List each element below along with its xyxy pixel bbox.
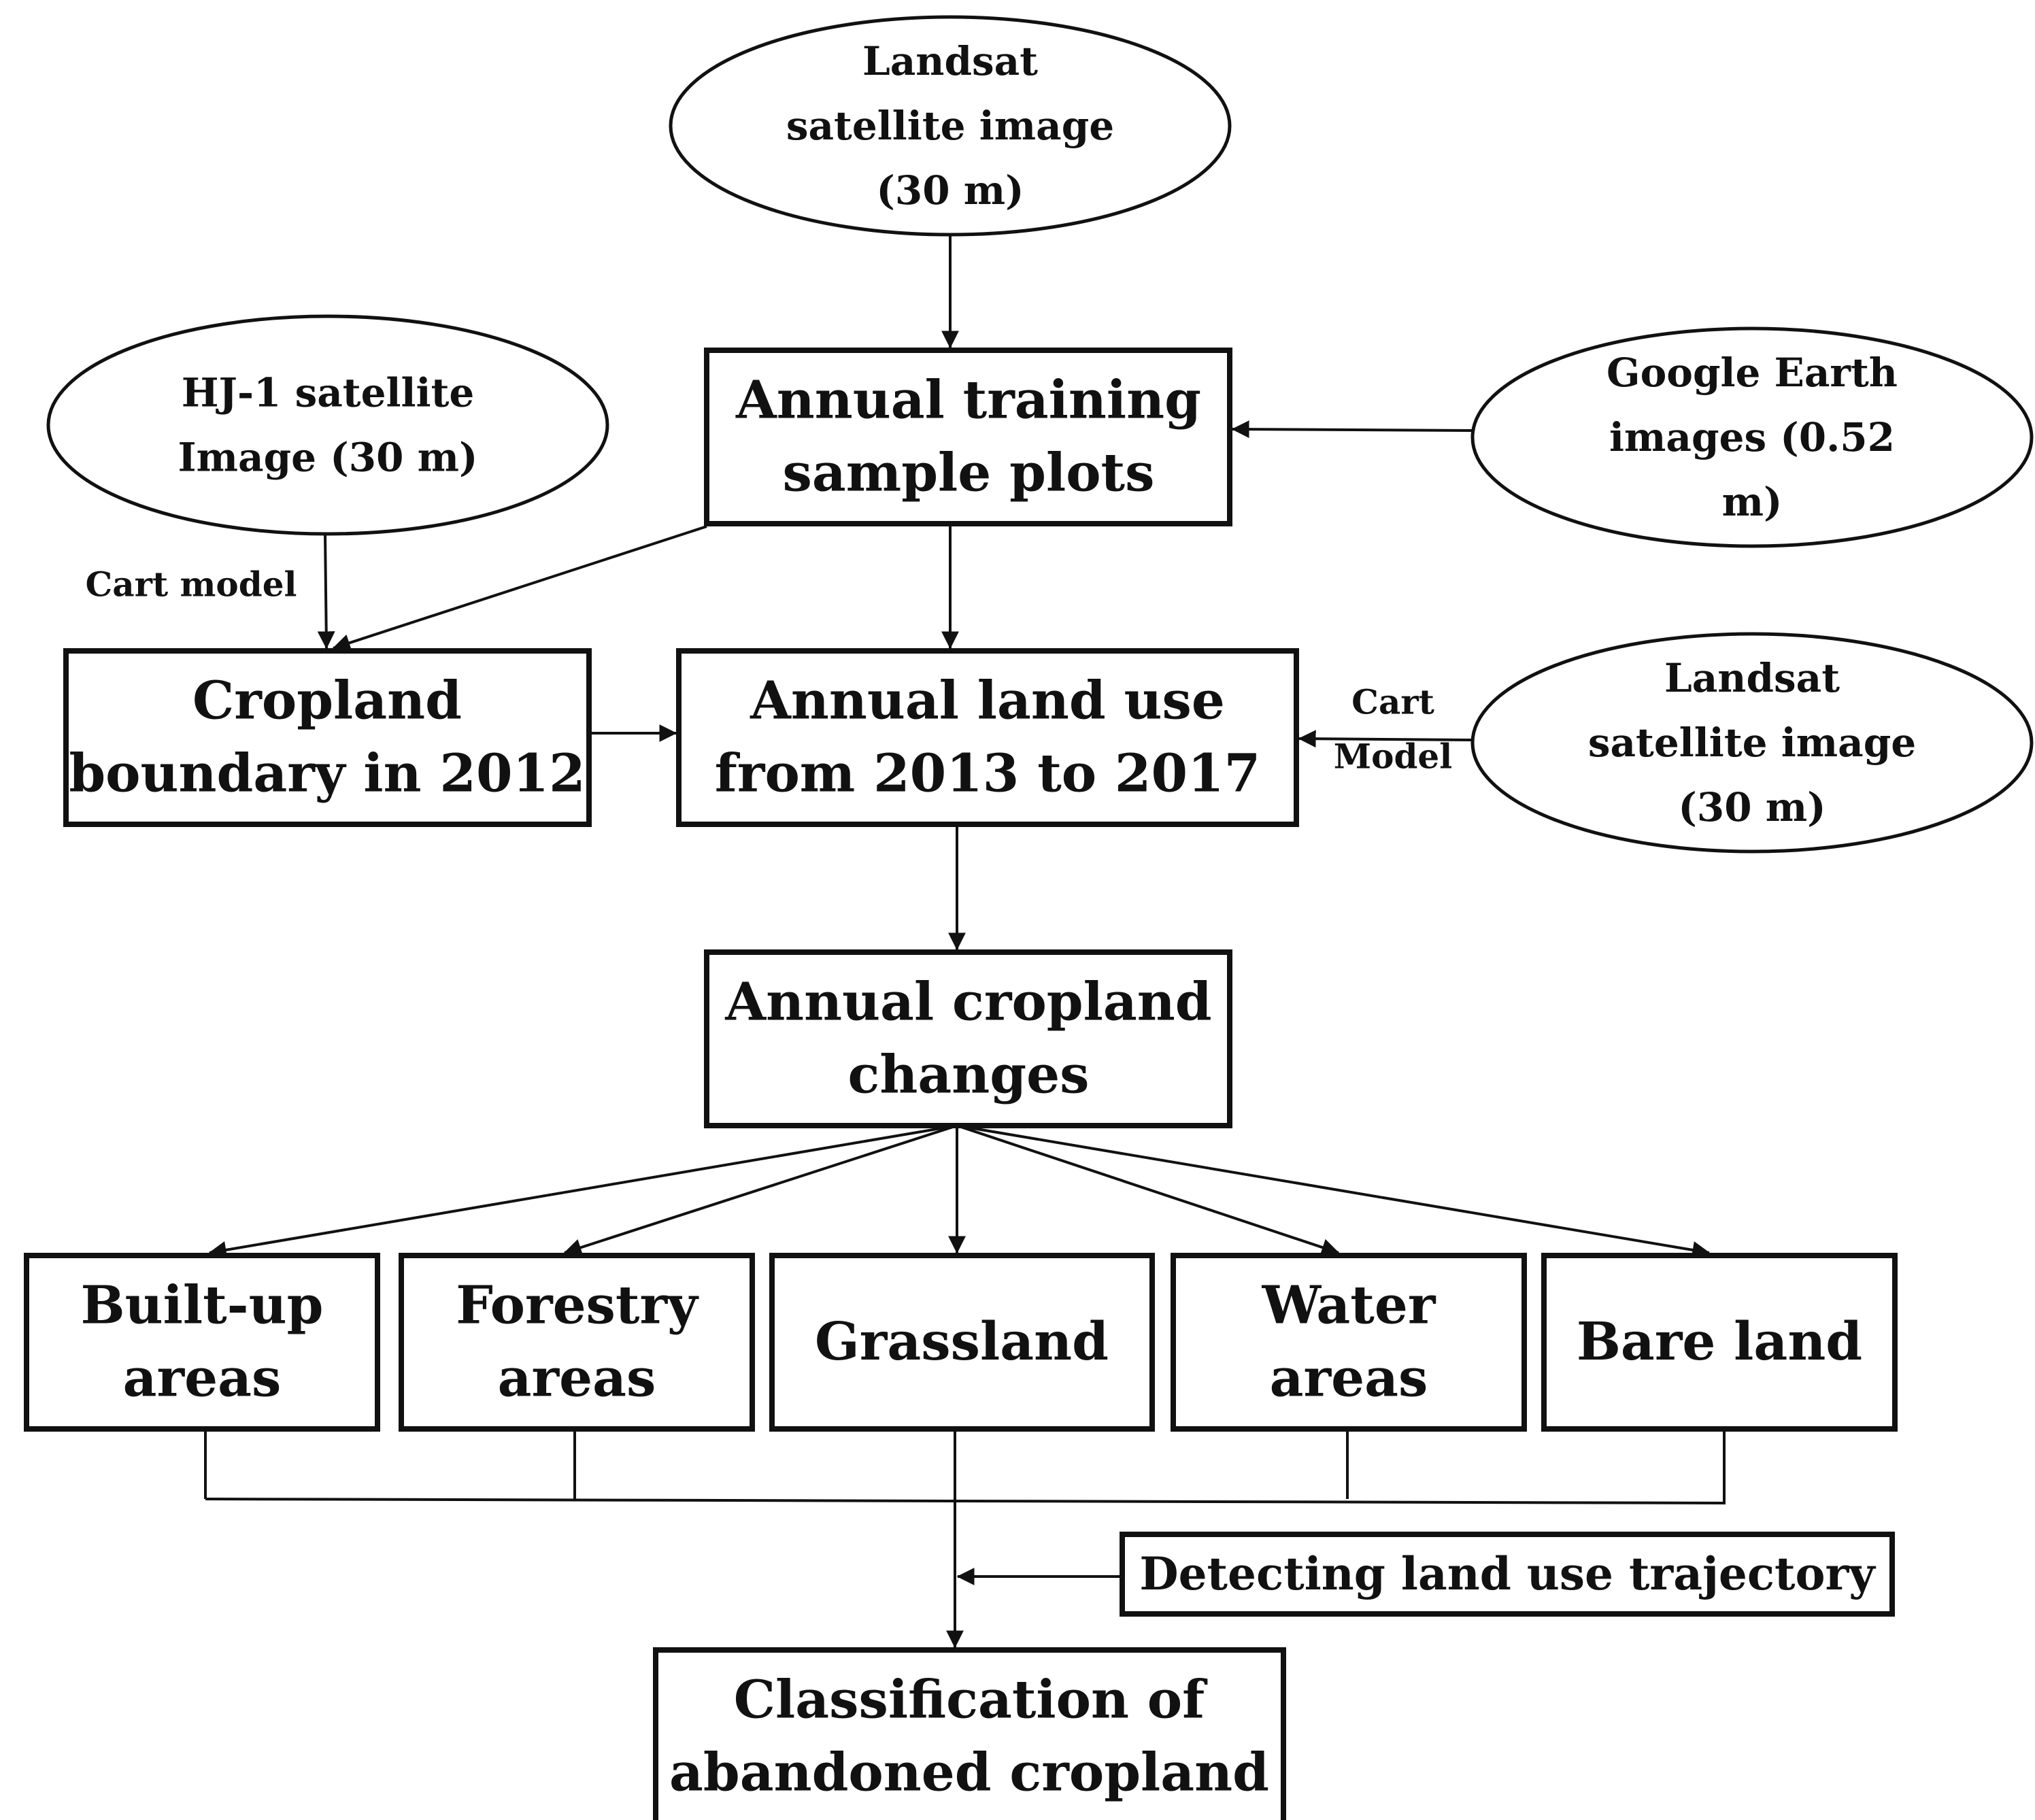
landsat-right-label-line: Landsat bbox=[1664, 655, 1840, 701]
landsat-top-ellipse bbox=[669, 15, 1232, 237]
grassland-label: Grassland bbox=[815, 1311, 1109, 1372]
forestry-label: Forestry areas bbox=[456, 1275, 699, 1409]
landsat-right-label: Landsat satellite image (30 m) bbox=[1588, 655, 1916, 830]
trajectory-label-line: Detecting land use trajectory bbox=[1139, 1547, 1876, 1600]
landsat-top-label: Landsat satellite image (30 m) bbox=[786, 38, 1114, 214]
trajectory-box bbox=[1120, 1532, 1895, 1617]
forestry-label-line: areas bbox=[498, 1348, 656, 1409]
land-use-label: Annual land use from 2013 to 2017 bbox=[715, 671, 1260, 805]
cropland-changes-label-line: Annual cropland bbox=[724, 972, 1211, 1033]
builtup-label-line: areas bbox=[123, 1348, 282, 1409]
classification-label: Classification of abandoned cropland bbox=[669, 1670, 1269, 1804]
arrow-landsat-right-to-landuse bbox=[1298, 730, 1473, 748]
arrow-hj1-to-boundary bbox=[317, 533, 335, 650]
landsat-top-label-line: satellite image bbox=[786, 103, 1114, 149]
grassland-label-line: Grassland bbox=[815, 1311, 1109, 1372]
landsat-right-label-line: (30 m) bbox=[1678, 784, 1826, 830]
connectors bbox=[204, 235, 1726, 1649]
google-earth-label-line: images (0.52 bbox=[1609, 414, 1895, 460]
hj1-ellipse bbox=[46, 314, 609, 536]
cropland-boundary-label: Cropland boundary in 2012 bbox=[69, 671, 585, 805]
land-use-label-line: from 2013 to 2017 bbox=[715, 743, 1260, 805]
google-earth-label-line: m) bbox=[1722, 479, 1783, 525]
builtup-box bbox=[24, 1253, 380, 1432]
cropland-changes-label-line: changes bbox=[848, 1045, 1090, 1106]
water-label: Water areas bbox=[1262, 1275, 1436, 1409]
landsat-right-ellipse bbox=[1470, 632, 2034, 854]
google-earth-ellipse bbox=[1470, 326, 2034, 548]
forestry-box bbox=[399, 1253, 755, 1432]
water-label-line: Water bbox=[1262, 1275, 1436, 1336]
grassland-box bbox=[769, 1253, 1155, 1432]
arrow-training-to-boundary bbox=[332, 525, 707, 652]
hj1-label-line: HJ-1 satellite bbox=[182, 370, 475, 416]
cart-model-right-label-line: Cart bbox=[1351, 682, 1434, 722]
land-use-box bbox=[676, 648, 1299, 827]
cropland-changes-box bbox=[704, 949, 1232, 1128]
builtup-label-line: Built-up bbox=[81, 1275, 324, 1336]
merge-bar bbox=[205, 1498, 1725, 1504]
classification-label-line: abandoned cropland bbox=[669, 1742, 1269, 1804]
google-earth-label-line: Google Earth bbox=[1607, 350, 1898, 396]
classification-label-line: Classification of bbox=[734, 1670, 1208, 1731]
landsat-top-label-line: (30 m) bbox=[876, 167, 1024, 214]
cart-model-right-label-line: Model bbox=[1334, 737, 1452, 777]
trajectory-label: Detecting land use trajectory bbox=[1139, 1547, 1876, 1600]
google-earth-label: Google Earth images (0.52 m) bbox=[1607, 350, 1898, 525]
builtup-label: Built-up areas bbox=[81, 1275, 324, 1409]
arrow-changes-to-forestry bbox=[563, 1124, 958, 1256]
training-label: Annual training sample plots bbox=[735, 370, 1201, 504]
cart-model-left-label: Cart model bbox=[85, 564, 297, 605]
bareland-label-line: Bare land bbox=[1577, 1311, 1862, 1372]
cropland-boundary-label-line: Cropland bbox=[192, 671, 462, 732]
bareland-label: Bare land bbox=[1577, 1311, 1862, 1372]
hj1-label-line: Image (30 m) bbox=[178, 435, 478, 481]
training-box bbox=[704, 348, 1232, 526]
cropland-boundary-label-line: boundary in 2012 bbox=[69, 743, 585, 805]
landsat-top-label-line: Landsat bbox=[862, 38, 1038, 84]
arrow-changes-to-bareland bbox=[956, 1124, 1711, 1259]
land-use-label-line: Annual land use bbox=[750, 671, 1225, 732]
cropland-boundary-box bbox=[63, 648, 592, 827]
arrow-changes-to-builtup bbox=[208, 1124, 958, 1259]
arrow-changes-to-water bbox=[956, 1124, 1340, 1256]
water-box bbox=[1171, 1253, 1527, 1432]
cart-model-left-label-line: Cart model bbox=[85, 564, 297, 605]
training-label-line: Annual training bbox=[735, 370, 1201, 431]
water-label-line: areas bbox=[1270, 1348, 1428, 1409]
training-label-line: sample plots bbox=[783, 443, 1155, 504]
bareland-box bbox=[1541, 1253, 1898, 1432]
forestry-label-line: Forestry bbox=[456, 1275, 699, 1336]
classification-box bbox=[653, 1647, 1286, 1820]
cropland-changes-label: Annual cropland changes bbox=[724, 972, 1211, 1106]
arrow-google-to-training bbox=[1231, 420, 1473, 439]
landsat-right-label-line: satellite image bbox=[1588, 720, 1916, 766]
